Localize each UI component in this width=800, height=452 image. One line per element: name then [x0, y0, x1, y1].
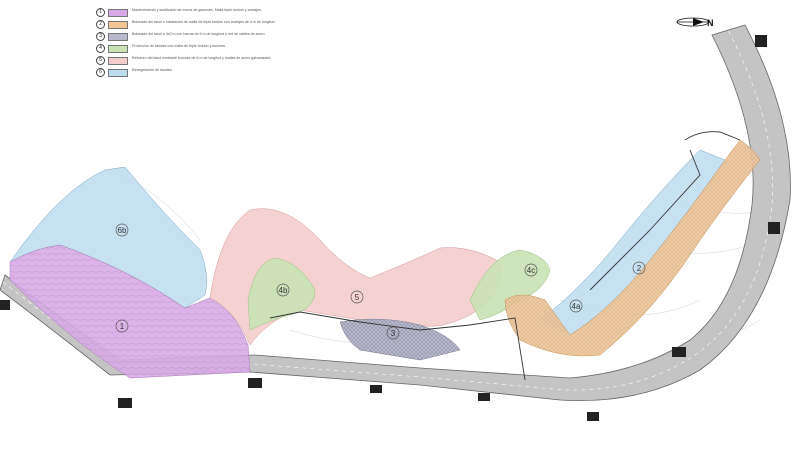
legend-number: 4: [96, 44, 105, 53]
legend-item: 2 Bulonado del talud e instalación de mal…: [96, 20, 306, 29]
zone-2-hatch: [505, 140, 760, 356]
legend-swatch: [108, 9, 128, 17]
legend-swatch: [108, 45, 128, 53]
legend-text: Bulonado del talud a 4x2 m con barras de…: [132, 32, 266, 36]
label-zone-3: 3: [391, 329, 396, 338]
road: [0, 24, 791, 401]
north-arrow-icon: [693, 18, 704, 26]
zone-1-contours: [10, 245, 250, 378]
zone-4c: [469, 249, 551, 321]
legend-number: 2: [96, 20, 105, 29]
legend-number: 3: [96, 32, 105, 41]
legend-text: Bulonado del talud e instalación de mall…: [132, 20, 276, 24]
legend-number: 5: [96, 56, 105, 65]
legend-text: Protección de taludes con malla de tripl…: [132, 44, 226, 48]
label-zone-4c: 4c: [527, 266, 535, 275]
label-zone-4a: 4a: [572, 302, 581, 311]
legend-item: 1 Mantenimiento y sustitución de muros de…: [96, 8, 306, 17]
legend-item: 3 Bulonado del talud a 4x2 m con barras d…: [96, 32, 306, 41]
north-arrow: N: [676, 17, 714, 28]
legend: 1 Mantenimiento y sustitución de muros de…: [96, 8, 306, 80]
legend-text: Refuerzo del talud mediante bulones de 6…: [132, 56, 272, 60]
legend-item: 4 Protección de taludes con malla de trip…: [96, 44, 306, 53]
label-zone-2: 2: [637, 264, 642, 273]
label-zone-4b: 4b: [279, 286, 288, 295]
wall-outlines: [269, 131, 741, 381]
legend-item: 5 Refuerzo del talud mediante bulones de …: [96, 56, 306, 65]
legend-text: Mantenimiento y sustitución de muros de …: [132, 8, 262, 12]
legend-swatch: [108, 33, 128, 41]
legend-swatch: [108, 69, 128, 77]
zone-labels: 1 2 3 4a 4b 4c 5 6b: [115, 223, 646, 340]
label-zone-5: 5: [355, 293, 360, 302]
legend-text: Revegetación de taludes.: [132, 68, 173, 72]
label-zone-1: 1: [120, 322, 125, 331]
legend-swatch: [108, 57, 128, 65]
north-label: N: [707, 18, 714, 28]
legend-item: 6 Revegetación de taludes.: [96, 68, 306, 77]
label-zone-6b: 6b: [118, 226, 127, 235]
legend-swatch: [108, 21, 128, 29]
legend-number: 1: [96, 8, 105, 17]
crosswalks: [0, 35, 780, 421]
legend-number: 6: [96, 68, 105, 77]
